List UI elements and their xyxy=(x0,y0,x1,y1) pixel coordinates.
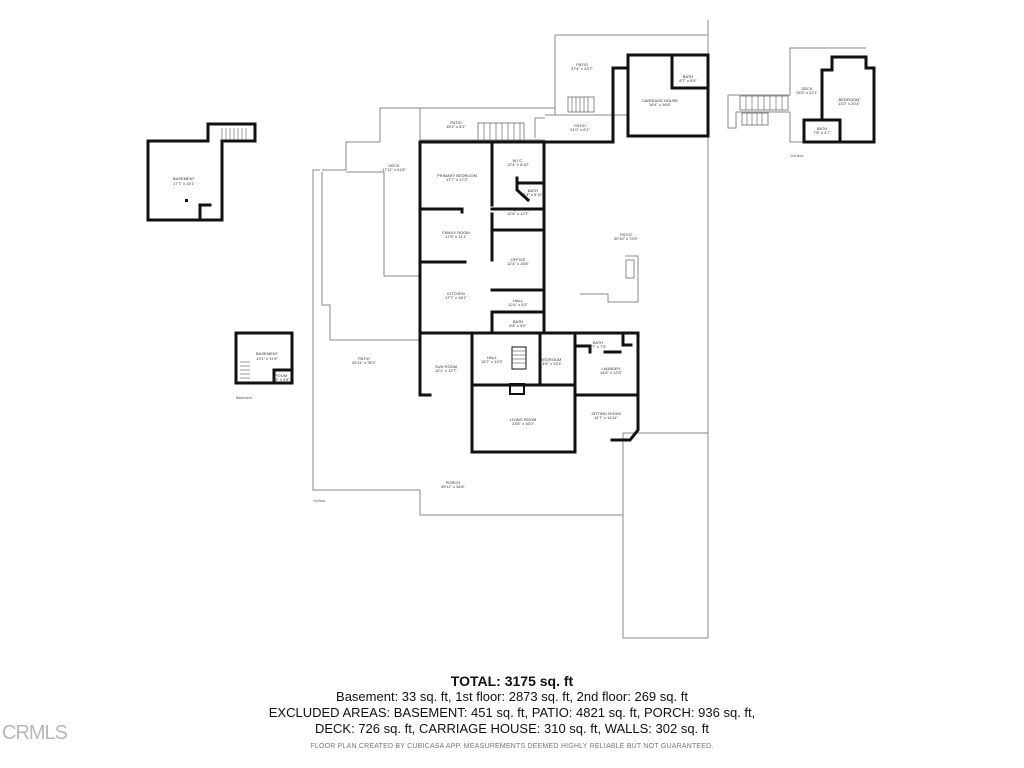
bath-2-dim: 12'8" x 12'1" xyxy=(507,211,530,216)
living-room-dim: 23'8" x 16'0" xyxy=(512,421,535,426)
bath-1-dim: 5'4" x 5'10" xyxy=(523,192,543,197)
sitting-room-dim: 14'7" x 14'11" xyxy=(594,415,618,420)
laundry-name: LAUNDRY xyxy=(601,366,620,371)
room-small-dim: 4'3" x 4'8" xyxy=(272,377,290,382)
first-floor-outline xyxy=(312,20,709,639)
office-dim: 12'4" x 16'8" xyxy=(507,261,530,266)
bath-5-dim: 7'8" x 4'7" xyxy=(813,130,831,135)
excluded-areas-line-1: EXCLUDED AREAS: BASEMENT: 451 sq. ft, PA… xyxy=(268,705,756,720)
carriage-house-name: CARRIAGE HOUSE xyxy=(642,98,679,103)
porch-name: PORCH xyxy=(446,480,461,485)
patio-upper-name: PATIO xyxy=(576,62,587,67)
hall-1-dim: 12'4" x 5'2" xyxy=(508,302,528,307)
kitchen-dim: 17'7" x 18'1" xyxy=(445,295,468,300)
first-floor-caption: 1st floor xyxy=(313,499,326,503)
sitting-room-name: SITTING ROOM xyxy=(591,411,620,416)
deck-2-dim: 15'0" x 22'1" xyxy=(796,90,819,95)
basement-small-plan xyxy=(234,331,294,385)
basement-small-name: BASEMENT xyxy=(256,351,279,356)
bedroom-2-name: BEDROOM xyxy=(839,97,860,102)
sun-room-name: SUN ROOM xyxy=(435,364,457,369)
patio-mid-dim: 21'0" x 8'1" xyxy=(570,127,590,132)
excluded-areas-line-2: DECK: 726 sq. ft, CARRIAGE HOUSE: 310 sq… xyxy=(314,721,709,736)
deck-1-dim: 17'11" x 41'8" xyxy=(382,167,406,172)
hall-stairs xyxy=(511,346,527,370)
sun-room-dim: 12'1" x 12'7" xyxy=(435,368,458,373)
bath-4-dim: 7'7" x 7'5" xyxy=(589,344,607,349)
kitchen-name: KITCHEN xyxy=(447,291,465,296)
first-floor-walls xyxy=(418,140,640,454)
primary-bedroom-dim: 17'7" x 17'2" xyxy=(446,177,469,182)
patio-top-dim: 18'1" x 8'1" xyxy=(446,124,466,129)
wic-name: W.I.C. xyxy=(513,158,524,163)
total-area: TOTAL: 3175 sq. ft xyxy=(450,673,574,689)
deck-2-name: DECK xyxy=(801,86,812,91)
patio-big-name: PATIO xyxy=(620,232,631,237)
floor-plan: BASEMENT 17'7" x 15'1" BASEMENT 13'1" x … xyxy=(146,20,876,639)
wic-dim: 12'4" x 8'10" xyxy=(507,162,530,167)
hall-2-name: HALL xyxy=(487,355,498,360)
room-small-name: ROOM xyxy=(275,373,287,378)
patio-big-dim: 30'10" x 72'0" xyxy=(614,236,639,241)
carriage-house-dim: 18'4" x 16'8" xyxy=(649,102,672,107)
living-room-name: LIVING ROOM xyxy=(510,417,537,422)
basement-main-plan xyxy=(146,122,257,222)
hall-2-dim: 15'7" x 12'9" xyxy=(481,359,504,364)
crmls-logo: CRMLS xyxy=(2,722,68,744)
bath-4-name: BATH xyxy=(593,340,603,345)
patio-left-name: PATIO xyxy=(358,356,369,361)
second-floor-caption: 2nd floor xyxy=(790,154,804,158)
bedroom-1-dim: 14'8" x 12'4" xyxy=(540,361,563,366)
patio-upper-dim: 37'4" x 23'7" xyxy=(571,66,594,71)
carriage-bath-dim: 8'7" x 9'9" xyxy=(679,78,697,83)
deck-1-name: DECK xyxy=(388,163,399,168)
bath-5-name: BATH xyxy=(817,126,827,131)
bath-2-name: BATH xyxy=(513,207,523,212)
basement-caption: Basement xyxy=(236,396,252,400)
patio-mid-name: PATIO xyxy=(574,123,585,128)
hall-1-name: HALL xyxy=(513,298,524,303)
basement-main-dim: 17'7" x 15'1" xyxy=(173,181,196,186)
bedroom-1-name: BEDROOM xyxy=(541,357,562,362)
patio-top-name: PATIO xyxy=(450,120,461,125)
bath-3-dim: 8'4" x 5'0" xyxy=(509,323,527,328)
second-floor-plan xyxy=(727,47,876,144)
laundry-dim: 14'5" x 12'6" xyxy=(600,370,623,375)
bath-1-name: BATH xyxy=(528,188,538,193)
carriage-bath-name: BATH xyxy=(683,74,693,79)
porch-dim: 49'11" x 28'8" xyxy=(441,484,465,489)
basement-main-name: BASEMENT xyxy=(173,176,196,181)
basement-small-dim: 13'1" x 11'9" xyxy=(256,356,278,361)
primary-bedroom-name: PRIMARY BEDROOM xyxy=(437,173,477,178)
area-breakdown: Basement: 33 sq. ft, 1st floor: 2873 sq.… xyxy=(336,689,688,704)
family-room-dim: 17'5" x 11'1" xyxy=(445,234,467,239)
patio-left-dim: 25'11" x 78'3" xyxy=(352,360,376,365)
credit-note: FLOOR PLAN CREATED BY CUBICASA APP. MEAS… xyxy=(310,743,714,750)
carriage-house-plan xyxy=(611,53,710,144)
family-room-name: FAMILY ROOM xyxy=(442,230,469,235)
bedroom-2-dim: 13'2" x 20'4" xyxy=(838,101,861,106)
office-name: OFFICE xyxy=(511,257,526,262)
first-floor-stairs xyxy=(477,96,595,141)
bath-3-name: BATH xyxy=(513,319,523,324)
